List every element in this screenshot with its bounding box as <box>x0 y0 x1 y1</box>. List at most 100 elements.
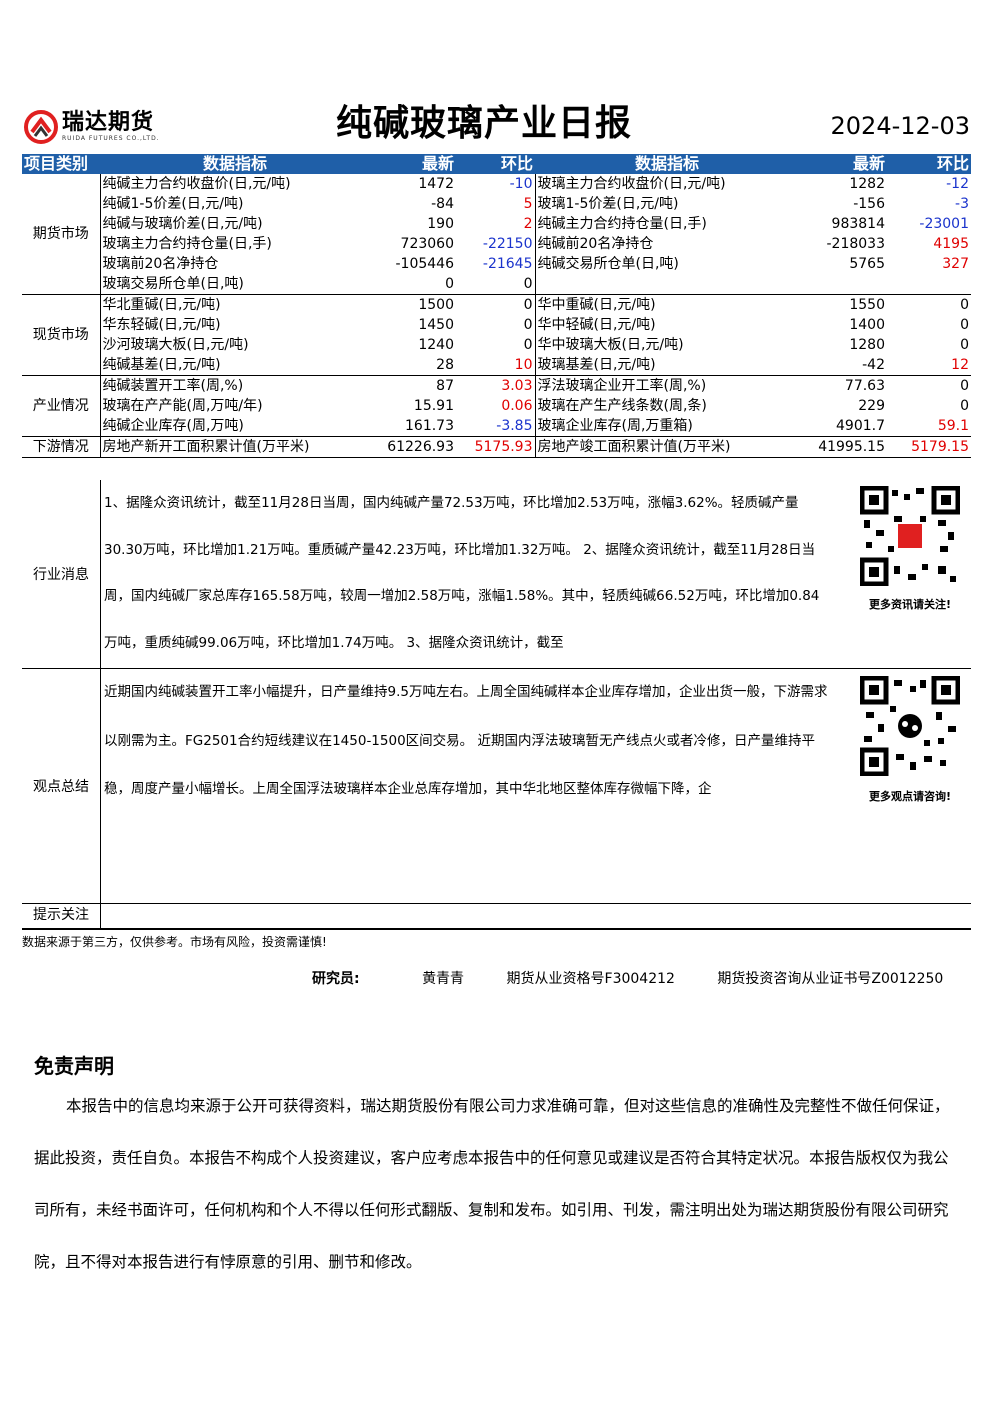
header-change-left: 环比 <box>456 154 535 174</box>
change-cell: 10 <box>456 355 535 376</box>
latest-cell: 4901.7 <box>799 416 887 437</box>
logo-cn: 瑞达期货 <box>62 110 155 135</box>
latest-cell: 190 <box>427 216 454 232</box>
section-category: 现货市场 <box>22 294 101 376</box>
tip-category: 提示关注 <box>22 903 101 928</box>
indicator-cell: 玻璃交易所仓单(日,吨) <box>100 274 370 295</box>
logo-en: RUIDA FUTURES CO.,LTD. <box>62 135 160 142</box>
change-cell: 5 <box>523 196 533 212</box>
change-cell: 0 <box>523 317 533 333</box>
latest-cell <box>799 274 887 295</box>
change-cell: -3.85 <box>456 416 535 437</box>
indicator-cell: 纯碱与玻璃价差(日,元/吨) <box>102 216 263 232</box>
latest-cell: -156 <box>853 196 885 212</box>
indicator-cell: 玻璃在产生产线条数(周,条) <box>534 396 799 416</box>
indicator-cell: 华中重碱(日,元/吨) <box>534 294 799 315</box>
ruida-logo-icon <box>24 110 58 144</box>
news-category: 行业消息 <box>22 480 101 668</box>
latest-cell: 5765 <box>849 256 885 272</box>
latest-cell: 1450 <box>418 317 454 333</box>
view-text: 近期国内纯碱装置开工率小幅提升，日产量维持9.5万吨左右。上周全国纯碱样本企业库… <box>104 684 828 797</box>
change-cell: 0.06 <box>501 398 533 414</box>
change-cell: 0 <box>523 297 533 313</box>
indicator-cell: 房地产竣工面积累计值(万平米) <box>534 436 799 458</box>
indicator-cell: 纯碱装置开工率(周,%) <box>102 378 244 394</box>
latest-cell: 723060 <box>400 236 454 252</box>
report-title: 纯碱玻璃产业日报 <box>336 103 633 144</box>
data-table: 项目类别 数据指标 最新 环比 数据指标 最新 环比 期货市场纯碱主力合约收盘价… <box>22 154 971 458</box>
latest-cell: 161.73 <box>370 416 456 437</box>
indicator-cell: 玻璃基差(日,元/吨) <box>534 355 799 376</box>
table-header: 项目类别 数据指标 最新 环比 数据指标 最新 环比 <box>22 154 971 174</box>
change-cell: 3.03 <box>501 378 533 394</box>
indicator-cell: 纯碱交易所仓单(日,吨) <box>534 254 799 274</box>
change-cell: 5179.15 <box>887 436 971 458</box>
indicator-cell: 纯碱前20名净持仓 <box>534 234 799 254</box>
latest-cell: 1280 <box>849 337 885 353</box>
change-cell: 0 <box>960 337 969 353</box>
latest-cell: 1400 <box>849 317 885 333</box>
change-cell: -3 <box>955 196 969 212</box>
latest-cell: 41995.15 <box>799 436 887 458</box>
indicator-cell: 玻璃企业库存(周,万重箱) <box>534 416 799 437</box>
qr-code-icon <box>860 486 960 586</box>
change-cell: 0 <box>960 378 969 394</box>
latest-cell: 1240 <box>418 337 454 353</box>
latest-cell: 15.91 <box>413 398 454 414</box>
change-cell: -12 <box>946 176 969 192</box>
header-latest-right: 最新 <box>799 154 887 174</box>
indicator-cell: 纯碱企业库存(周,万吨) <box>100 416 370 437</box>
view-summary-section: 观点总结 近期国内纯碱装置开工率小幅提升，日产量维持9.5万吨左右。上周全国纯碱… <box>22 668 971 904</box>
change-cell: 5175.93 <box>456 436 535 458</box>
header-indicator-left: 数据指标 <box>100 154 370 174</box>
section-category: 产业情况 <box>22 375 101 437</box>
company-logo: 瑞达期货 RUIDA FUTURES CO.,LTD. <box>24 110 160 144</box>
researcher-info: 研究员: 黄青青 期货从业资格号F3004212 期货投资咨询从业证书号Z001… <box>312 968 981 988</box>
latest-cell: 28 <box>370 355 456 376</box>
indicator-cell: 浮法玻璃企业开工率(周,%) <box>534 375 799 396</box>
indicator-cell: 纯碱主力合约持仓量(日,手) <box>534 214 799 234</box>
header-indicator-right: 数据指标 <box>535 154 799 174</box>
change-cell: -22150 <box>482 236 533 252</box>
change-cell: 4195 <box>933 236 969 252</box>
indicator-cell: 纯碱主力合约收盘价(日,元/吨) <box>102 176 291 192</box>
header-latest-left: 最新 <box>370 154 456 174</box>
change-cell: 0 <box>523 337 533 353</box>
latest-cell: 1472 <box>418 176 454 192</box>
indicator-cell <box>534 274 799 295</box>
latest-cell: -218033 <box>826 236 886 252</box>
wechat-qr-code-icon <box>860 676 960 776</box>
latest-cell: 229 <box>858 398 885 414</box>
disclaimer-title: 免责声明 <box>34 1054 114 1078</box>
latest-cell: -105446 <box>395 256 455 272</box>
indicator-cell: 玻璃前20名净持仓 <box>102 256 219 272</box>
indicator-cell: 华中玻璃大板(日,元/吨) <box>534 335 799 355</box>
disclaimer-text: 本报告中的信息均来源于公开可获得资料，瑞达期货股份有限公司力求准确可靠，但对这些… <box>34 1097 950 1271</box>
section-category: 下游情况 <box>22 436 101 458</box>
indicator-cell: 华中轻碱(日,元/吨) <box>534 315 799 335</box>
change-cell: 0 <box>960 317 969 333</box>
header-change-right: 环比 <box>887 154 971 174</box>
researcher-name: 黄青青 <box>422 971 465 987</box>
change-cell: 0 <box>456 274 535 295</box>
researcher-cert-1: 期货从业资格号F3004212 <box>506 971 675 987</box>
change-cell: 327 <box>942 256 969 272</box>
indicator-cell: 玻璃主力合约持仓量(日,手) <box>102 236 272 252</box>
indicator-cell: 华北重碱(日,元/吨) <box>102 297 221 313</box>
header-category: 项目类别 <box>22 154 100 174</box>
indicator-cell: 玻璃1-5价差(日,元/吨) <box>534 194 799 214</box>
indicator-cell: 玻璃在产产能(周,万吨/年) <box>102 398 263 414</box>
latest-cell: -42 <box>799 355 887 376</box>
data-source-note: 数据来源于第三方，仅供参考。市场有风险，投资需谨慎! <box>22 935 327 949</box>
